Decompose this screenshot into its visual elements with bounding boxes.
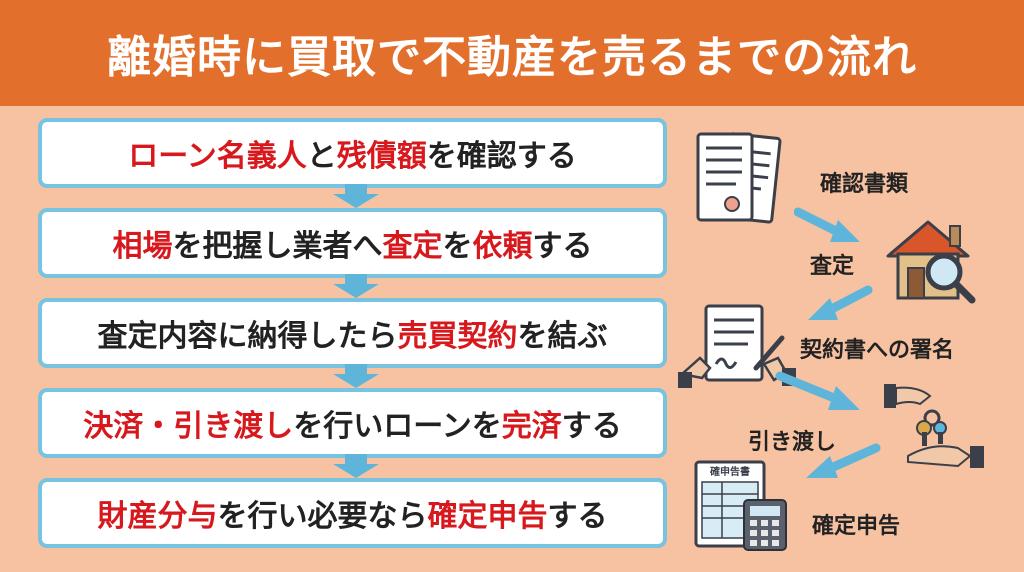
step-text: を結ぶ — [517, 319, 608, 354]
step-text: を行いローンを — [293, 409, 502, 444]
step-text: を把握し業者へ — [172, 229, 383, 264]
step-4: 決済・引き渡しを行いローンを完済する — [38, 388, 667, 458]
highlight-text: 完済 — [501, 409, 562, 444]
appraisal-label: 査定 — [810, 254, 855, 279]
step-text: を — [442, 229, 473, 264]
highlight-text: 残債額 — [336, 139, 427, 174]
highlight-text: 依頼 — [472, 229, 533, 264]
down-arrow-icon — [333, 454, 379, 478]
down-arrow-icon — [333, 364, 379, 388]
header-banner: 離婚時に買取で不動産を売るまでの流れ — [0, 0, 1024, 106]
arrow-left-down-icon — [808, 285, 873, 320]
tax-form-title: 確申告書 — [710, 465, 750, 478]
step-text: する — [547, 499, 608, 534]
step-text: 査定内容に納得したら — [97, 319, 398, 354]
documents-label: 確認書類 — [820, 172, 909, 197]
illustration-panel: 確認書類 査定 契約書への署名 引き渡し — [672, 118, 1024, 572]
step-1: ローン名義人と残債額を確認する — [38, 118, 667, 188]
down-arrow-icon — [333, 184, 379, 208]
down-arrow-icon — [333, 274, 379, 298]
highlight-text: 財産分与 — [97, 499, 218, 534]
documents-icon — [696, 132, 782, 224]
highlight-text: 査定 — [382, 229, 443, 264]
step-3: 査定内容に納得したら売買契約を結ぶ — [38, 298, 667, 368]
step-text: と — [306, 139, 337, 174]
key-handover-icon — [884, 384, 984, 468]
handover-label: 引き渡し — [748, 430, 837, 455]
highlight-text: 売買契約 — [397, 319, 518, 354]
step-text: する — [532, 229, 593, 264]
step-text: する — [561, 409, 622, 444]
highlight-text: 決済・引き渡し — [83, 409, 294, 444]
contract-label: 契約書への署名 — [800, 338, 955, 363]
arrow-right-down-icon — [794, 207, 860, 242]
tax-form-calculator-icon: 確申告書 — [694, 460, 787, 551]
step-text: を確認する — [426, 139, 577, 174]
step-5: 財産分与を行い必要なら確定申告する — [38, 478, 667, 548]
house-magnifier-icon — [886, 220, 976, 304]
tax-return-label: 確定申告 — [812, 514, 901, 539]
step-text: を行い必要なら — [217, 499, 428, 534]
arrow-left-down-icon — [806, 443, 881, 478]
highlight-text: ローン名義人 — [128, 139, 307, 174]
step-2: 相場を把握し業者へ査定を依頼する — [38, 208, 667, 278]
contract-signing-icon — [678, 304, 796, 388]
highlight-text: 相場 — [112, 229, 173, 264]
highlight-text: 確定申告 — [427, 499, 548, 534]
page-title: 離婚時に買取で不動産を売るまでの流れ — [107, 32, 917, 83]
arrow-right-down-icon — [775, 371, 860, 410]
